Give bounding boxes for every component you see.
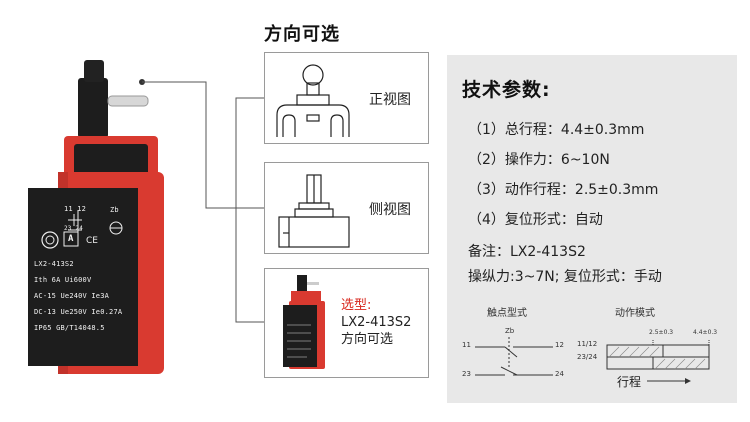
product-terminals-top: 11 12 — [64, 205, 87, 213]
front-view-drawing — [276, 64, 350, 137]
contact-and-action-diagram — [475, 337, 710, 384]
spec-item-operating-force: （2）操作力：6~10N — [468, 152, 610, 168]
product-brand-letter: A — [68, 234, 74, 244]
product-spec-line4: IP65 GB/T14048.5 — [34, 324, 105, 332]
spec-note-model: 备注：LX2-413S2 — [468, 244, 586, 260]
stroke-label: 行程 — [617, 375, 642, 389]
side-view-drawing — [278, 174, 350, 248]
product-spec-line1: Ith 6A Ui600V — [34, 276, 92, 284]
contact-type-heading: 触点型式 — [487, 308, 527, 319]
model-box: 选型: LX2-413S2 方向可选 — [264, 268, 429, 378]
row-label-23-24: 23/24 — [577, 353, 598, 361]
spec-item-action-travel: （3）动作行程：2.5±0.3mm — [468, 182, 659, 198]
terminal-12: 12 — [555, 341, 564, 349]
row-label-11-12: 11/12 — [577, 340, 598, 348]
front-view-box: 正视图 — [264, 52, 429, 144]
product-photo: CE 11 12 Zb 23 24 A LX2-413S2 Ith 6A Ui6… — [28, 60, 168, 380]
product-spec-line3: DC-13 Ue250V Ie0.27A — [34, 308, 123, 316]
model-prefix: 选型: — [341, 298, 372, 313]
model-thumbnail — [283, 275, 325, 369]
product-spec-line2: AC-15 Ue240V Ie3A — [34, 292, 110, 300]
terminal-11: 11 — [462, 341, 471, 349]
product-terminals-bottom: 23 24 — [64, 225, 84, 232]
model-suffix: 方向可选 — [341, 332, 394, 347]
front-view-label: 正视图 — [369, 92, 411, 108]
svg-text:CE: CE — [86, 236, 98, 246]
stroke-total-value: 4.4±0.3 — [693, 329, 718, 336]
model-name: LX2-413S2 — [341, 315, 412, 330]
spec-panel: 技术参数: （1）总行程：4.4±0.3mm （2）操作力：6~10N （3）动… — [447, 55, 737, 403]
spec-note-force: 操纵力:3~7N; 复位形式：手动 — [468, 269, 662, 285]
spec-item-total-travel: （1）总行程：4.4±0.3mm — [468, 122, 645, 138]
product-zb: Zb — [110, 206, 119, 214]
limit-switch-illustration: CE — [28, 60, 164, 374]
side-view-label: 侧视图 — [369, 202, 411, 218]
side-view-box: 侧视图 — [264, 162, 429, 254]
spec-item-reset-mode: （4）复位形式：自动 — [468, 212, 603, 228]
spec-title: 技术参数: — [462, 79, 551, 101]
terminal-24: 24 — [555, 370, 564, 378]
contact-zb-label: Zb — [505, 327, 515, 335]
terminal-23: 23 — [462, 370, 471, 378]
action-mode-heading: 动作模式 — [615, 308, 655, 319]
direction-title: 方向可选 — [264, 24, 340, 45]
stroke-action-value: 2.5±0.3 — [649, 329, 674, 336]
product-model: LX2-413S2 — [34, 260, 74, 268]
